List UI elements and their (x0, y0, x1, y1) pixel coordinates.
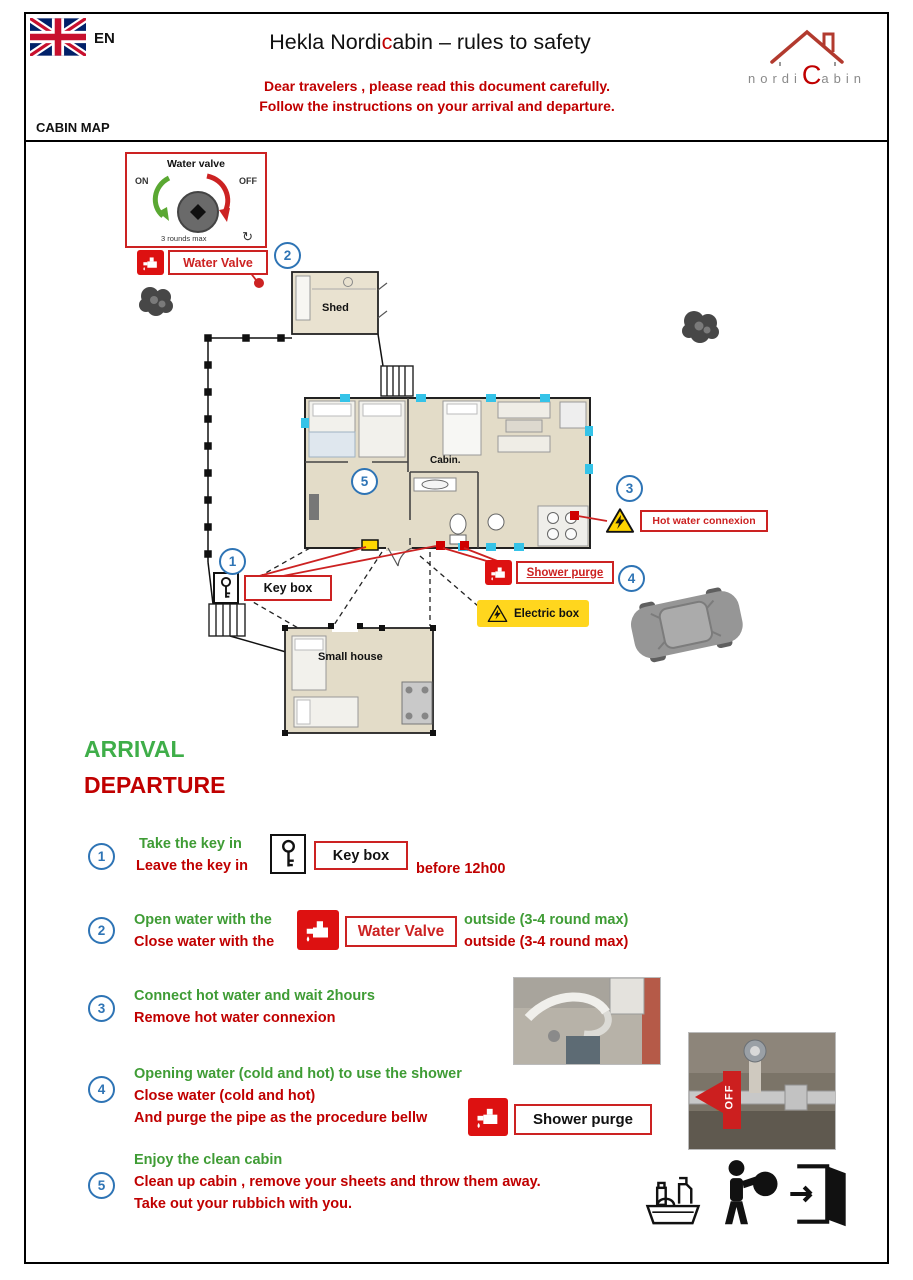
step-2-water-valve-box: Water Valve (345, 916, 457, 947)
step-3-departure-text: Remove hot water connexion (134, 1010, 336, 1026)
warning-triangle-icon (605, 508, 635, 533)
step-4-departure-text-1: Close water (cold and hot) (134, 1088, 316, 1104)
step-5-departure-text-1: Clean up cabin , remove your sheets and … (134, 1174, 541, 1190)
hot-water-map-label: Hot water connexion (605, 507, 768, 534)
key-box-location (361, 539, 379, 551)
cabin-label: Cabin. (430, 455, 461, 466)
step-2-arrival-text: Open water with the (134, 912, 272, 928)
shower-purge-map-box: Shower purge (516, 561, 614, 584)
step-1-number: 1 (88, 843, 115, 870)
title-part: abin – rules to safety (392, 30, 591, 54)
property-boundary (204, 333, 384, 653)
water-valve-map-box: Water Valve (168, 250, 268, 275)
step-2-number: 2 (88, 917, 115, 944)
electric-box-map-label: Electric box (477, 600, 590, 627)
map-marker-4: 4 (618, 565, 645, 592)
logo-text-part: nordi (748, 71, 802, 86)
step-2-departure-text: Close water with the (134, 934, 275, 950)
key-box-map-box: Key box (244, 575, 332, 601)
tree-icon (139, 287, 173, 316)
warning-line-1: Dear travelers , please read this docume… (263, 78, 610, 94)
map-marker-3: 3 (616, 475, 643, 502)
title-part: Hekla Nordi (269, 30, 382, 54)
step-4-number: 4 (88, 1076, 115, 1103)
logo-accent-letter: C (801, 60, 822, 90)
valve-rotation-diagram (152, 173, 231, 233)
step-5-arrival-text: Enjoy the clean cabin (134, 1152, 283, 1168)
rotate-icon: ↻ (242, 229, 253, 244)
step-1-arrival-text: Take the key in (139, 836, 242, 852)
faucet-icon (468, 1098, 508, 1136)
logo-text: nordi C abin (728, 60, 886, 90)
faucet-icon (297, 910, 339, 950)
shower-purge-map-label: Shower purge (485, 560, 614, 585)
valve-on-label: ON (135, 176, 149, 186)
step-1-key-box: Key box (314, 841, 408, 870)
uk-flag-icon (30, 18, 86, 56)
step-1-departure-text: Leave the key in (136, 858, 249, 874)
page-title: Hekla Nordicabin – rules to safety (230, 30, 630, 55)
logo-house-icon (770, 29, 844, 66)
step-3-number: 3 (88, 995, 115, 1022)
stairs (208, 365, 414, 637)
header-divider (24, 140, 889, 142)
water-valve-map-label: Water Valve (137, 250, 268, 275)
step-4-arrival-text: Opening water (cold and hot) to use the … (134, 1066, 462, 1082)
small-house-plan (282, 623, 436, 736)
cleaning-supplies-icon (642, 1172, 704, 1228)
hot-water-box: Hot water connexion (640, 509, 768, 532)
shed-plan (291, 271, 388, 335)
step-5-departure-text-2: Take out your rubbich with you. (134, 1196, 353, 1212)
map-marker-1: 1 (219, 548, 246, 575)
step-1-deadline: before 12h00 (416, 861, 506, 877)
shower-purge-valve-photo: OFF (688, 1032, 836, 1150)
page-border (24, 12, 889, 1264)
map-marker-2: 2 (274, 242, 301, 269)
title-accent: c (381, 30, 393, 54)
exit-door-icon (788, 1158, 848, 1230)
key-icon (270, 834, 306, 874)
language-label: EN (94, 30, 115, 47)
connection-point (436, 511, 579, 550)
dispose-trash-icon (716, 1158, 780, 1230)
small-house-label: Small house (318, 651, 383, 663)
electric-box-text: Electric box (514, 607, 580, 620)
valve-off-label: OFF (239, 176, 257, 186)
shed-label: Shed (322, 302, 349, 314)
step-3-arrival-text: Connect hot water and wait 2hours (134, 988, 375, 1004)
step-5-number: 5 (88, 1172, 115, 1199)
faucet-icon (137, 250, 164, 275)
map-marker-5: 5 (351, 468, 378, 495)
key-icon (213, 572, 239, 604)
tree-icon (682, 311, 719, 343)
faucet-icon (485, 560, 512, 585)
dashed-paths (245, 547, 479, 629)
car-icon (631, 587, 743, 663)
warning-line-2: Follow the instructions on your arrival … (259, 98, 615, 114)
step-4-shower-purge-box: Shower purge (514, 1104, 652, 1135)
cabin-plan (301, 394, 593, 567)
valve-rounds-note: 3 rounds max (161, 234, 207, 243)
hot-water-connexion-photo (513, 977, 661, 1065)
valve-diagram-title: Water valve (167, 158, 225, 170)
step-2-arrival-note: outside (3-4 round max) (464, 912, 629, 928)
key-box-map-label: Key box (213, 572, 332, 604)
step-4-departure-text-2: And purge the pipe as the procedure bell… (134, 1110, 428, 1126)
step-2-departure-note: outside (3-4 round max) (464, 934, 629, 950)
warning-triangle-icon (487, 604, 508, 623)
departure-heading: DEPARTURE (84, 772, 226, 798)
logo-text-part: abin (821, 71, 866, 86)
cabin-map-section-label: CABIN MAP (36, 120, 110, 135)
nordicabin-logo: nordi C abin (728, 24, 886, 98)
arrival-heading: ARRIVAL (84, 736, 185, 762)
water-valve-diagram: Water valve ON OFF 3 rounds max ↻ (125, 152, 267, 248)
